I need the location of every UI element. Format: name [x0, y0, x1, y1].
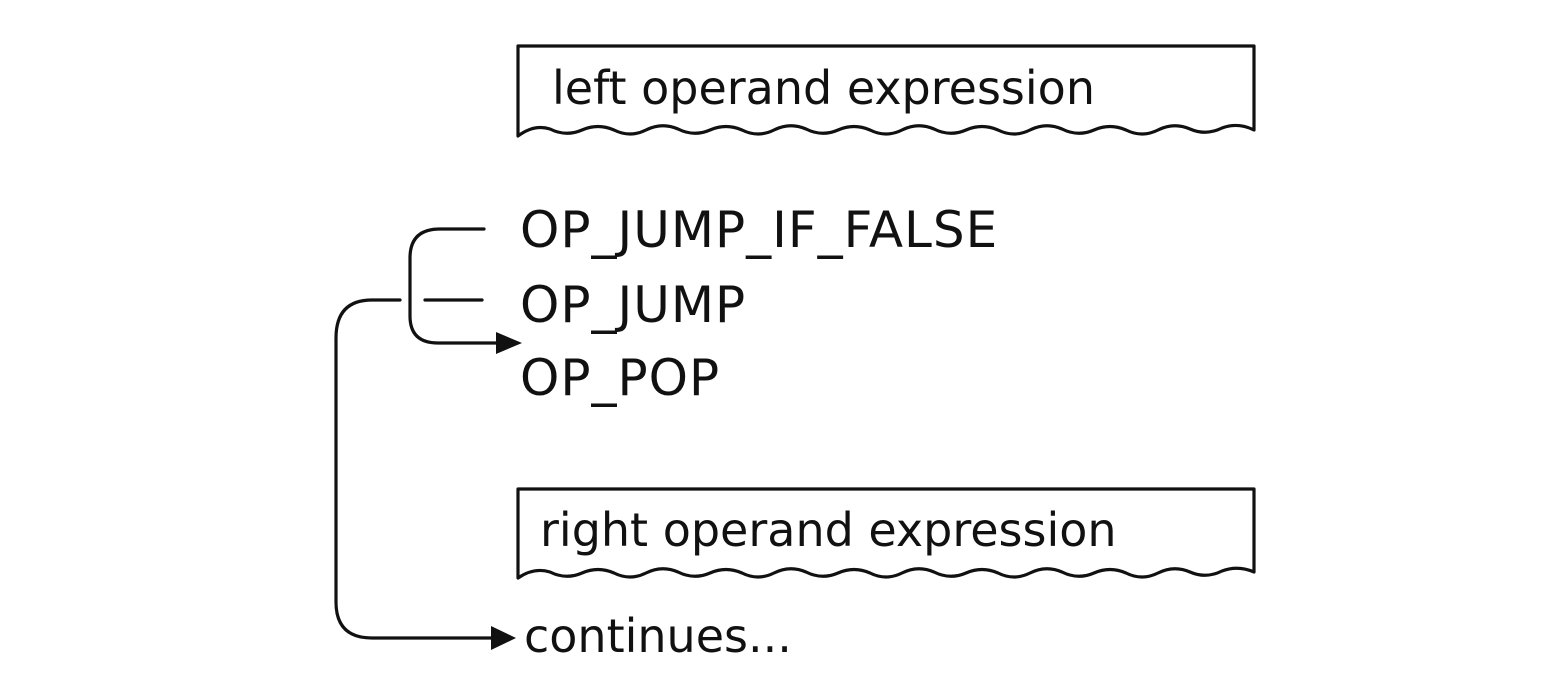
left-operand-box-outline [516, 44, 1256, 138]
jump-arrow-line [334, 298, 496, 640]
jump-arrowhead [491, 626, 516, 650]
jump-if-false-arrow-line [408, 227, 500, 345]
op-jump-label: OP_JUMP [520, 276, 746, 334]
jump-if-false-arrow [408, 227, 522, 354]
right-operand-box-outline [516, 487, 1256, 580]
right-operand-box: right operand expression [516, 487, 1256, 580]
op-jump-if-false-label: OP_JUMP_IF_FALSE [520, 201, 998, 259]
right-operand-label: right operand expression [540, 503, 1117, 557]
jump-arrow [334, 298, 516, 650]
jump-if-false-arrowhead [496, 332, 522, 354]
continues-label: continues... [524, 609, 792, 663]
op-pop-label: OP_POP [520, 349, 720, 407]
left-operand-label: left operand expression [552, 61, 1095, 115]
left-operand-box: left operand expression [516, 44, 1256, 138]
